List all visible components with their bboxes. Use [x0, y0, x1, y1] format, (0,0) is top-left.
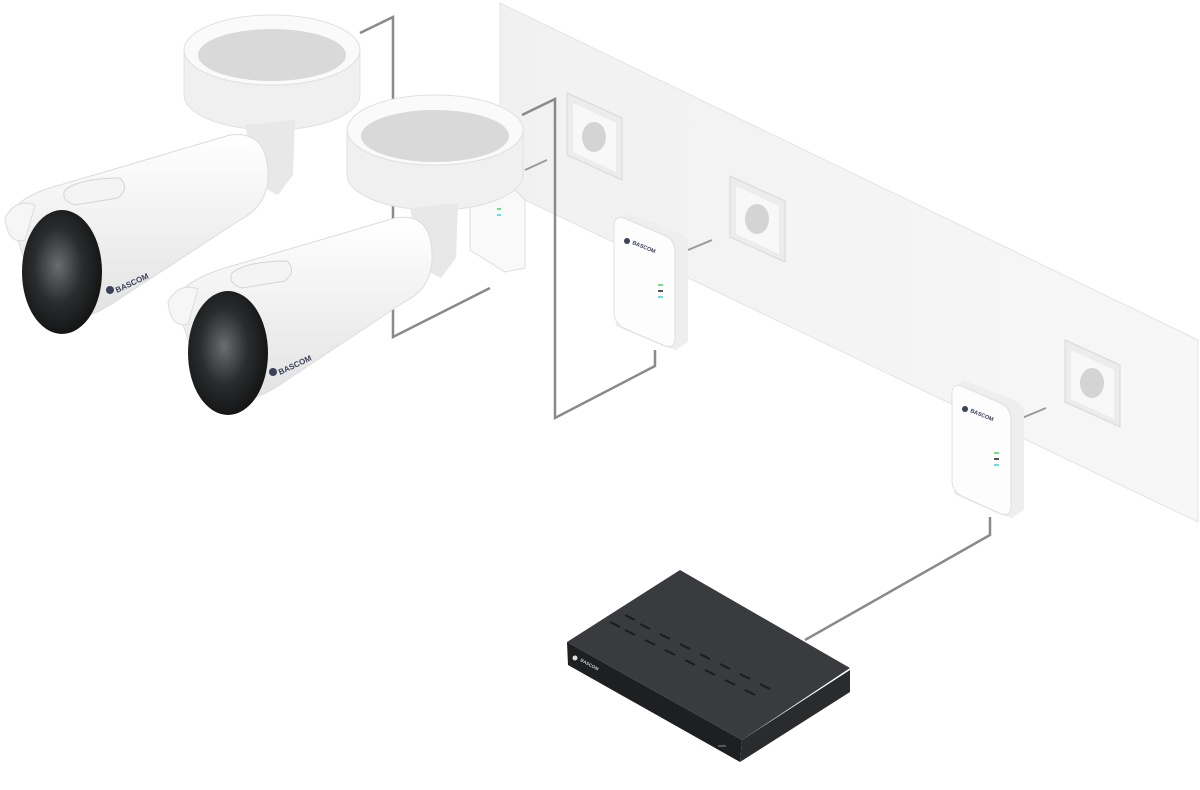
- nvr-recorder: BASCOM: [567, 570, 850, 762]
- powerline-adapter: BASCOM: [613, 212, 688, 350]
- cable-camera-2: [521, 97, 657, 421]
- wall: [499, 2, 1199, 523]
- powerline-adapter: BASCOM: [951, 380, 1024, 518]
- adapter-plugs: [524, 159, 1047, 419]
- wall-socket: [1064, 339, 1121, 428]
- cable-adapter-to-nvr: [804, 517, 992, 642]
- nvr-vents: [609, 614, 771, 696]
- bullet-camera: BASCOM: [4, 14, 361, 334]
- bullet-camera: BASCOM: [167, 94, 524, 415]
- wall-socket: [729, 175, 786, 263]
- wall-socket: [566, 92, 623, 181]
